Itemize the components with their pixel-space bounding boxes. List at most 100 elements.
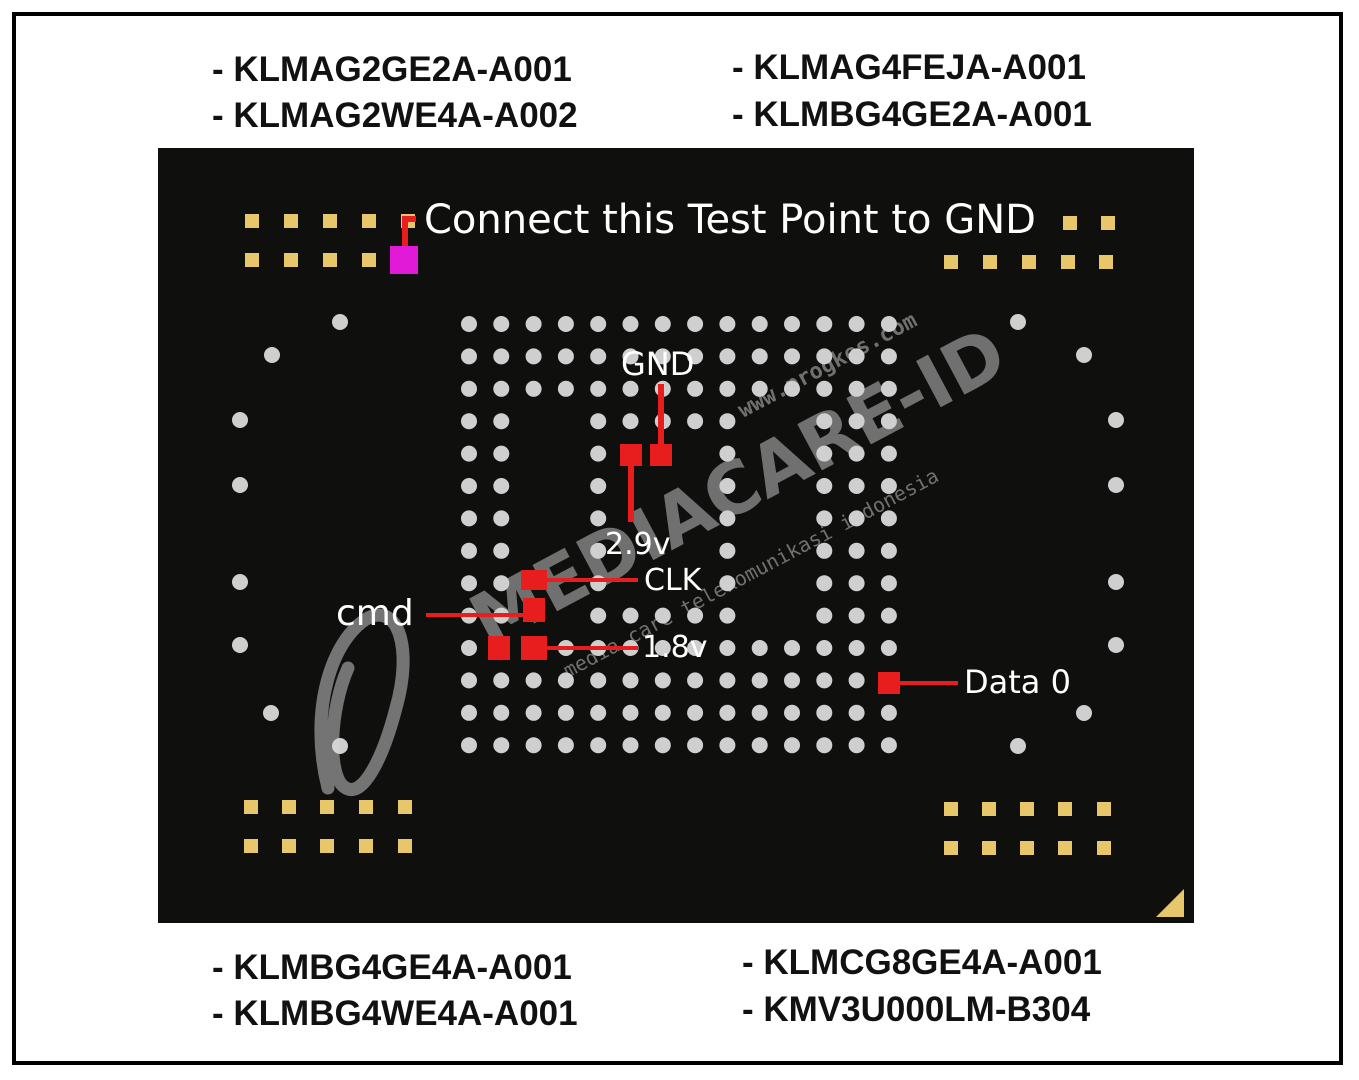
solder-ball [880,445,897,462]
solder-ball [719,348,736,365]
solder-ball [848,672,865,689]
solder-ball [525,737,542,754]
solder-ball [1076,347,1092,363]
solder-ball [622,704,639,721]
solder-ball [848,575,865,592]
gold-pad [320,800,334,814]
solder-ball [525,316,542,332]
gold-pad [1063,216,1077,230]
gold-pad [323,253,337,267]
solder-ball [880,575,897,592]
solder-ball [848,380,865,397]
solder-ball [461,413,477,430]
solder-ball [751,380,768,397]
gold-pad [1020,841,1034,855]
solder-ball [590,413,607,430]
solder-ball [816,380,833,397]
solder-ball [816,542,833,559]
solder-ball [848,542,865,559]
part-number: - KLMBG4WE4A-A001 [212,994,578,1033]
gold-pad [1097,802,1111,816]
solder-ball [461,737,477,754]
solder-ball [880,737,897,754]
gold-pad [323,214,337,228]
solder-ball [493,542,510,559]
solder-ball [461,640,477,656]
solder-ball [493,510,510,527]
solder-ball [590,445,607,462]
gold-pad [1061,255,1075,269]
gold-pad [944,841,958,855]
solder-ball [816,737,833,754]
solder-ball [590,380,607,397]
gold-pad [982,841,996,855]
solder-ball [557,704,574,721]
solder-ball [654,672,671,689]
solder-ball [784,640,800,656]
gold-pad [362,214,376,228]
solder-ball [719,542,736,559]
solder-ball [590,316,607,332]
solder-ball [719,737,736,754]
solder-ball [751,672,768,689]
part-number: - KLMBG4GE2A-A001 [732,95,1092,134]
solder-ball [590,478,607,494]
solder-ball [719,510,736,527]
solder-ball [590,704,607,721]
part-number: - KLMBG4GE4A-A001 [212,948,572,987]
pin1-corner-marker [1156,889,1184,917]
solder-ball [622,380,639,397]
solder-ball [654,348,671,365]
leader-line [543,578,638,582]
solder-ball [654,607,671,624]
gold-pad [982,802,996,816]
solder-ball [1108,637,1124,653]
gold-pad [1097,841,1111,855]
marker-cmd [523,598,545,622]
solder-ball [232,412,248,428]
solder-ball [687,348,704,365]
solder-ball [848,704,865,721]
gold-pad [282,800,296,814]
solder-ball [493,672,510,689]
solder-ball [816,348,833,365]
solder-ball [622,672,639,689]
solder-ball [784,672,800,689]
solder-ball [525,380,542,397]
emmc-chip-board: MEDIACARE-ID www.progkes.com media care … [158,148,1194,923]
solder-ball [687,413,704,430]
solder-ball [1010,738,1026,754]
solder-ball [751,640,768,656]
solder-ball [816,478,833,494]
instruction-text: Connect this Test Point to GND [424,197,1036,243]
solder-ball [590,542,607,559]
solder-ball [848,478,865,494]
solder-ball [557,348,574,365]
solder-ball [719,704,736,721]
solder-ball [751,704,768,721]
solder-ball [493,704,510,721]
solder-ball [784,348,800,365]
leader-line [402,216,408,246]
leader-line [658,384,664,446]
gold-pad [244,800,258,814]
solder-ball [687,380,704,397]
solder-ball [263,705,279,721]
solder-ball [687,672,704,689]
label-1-8v: 1.8v [642,630,708,665]
solder-ball [264,347,280,363]
solder-ball [590,510,607,527]
solder-ball [590,672,607,689]
solder-ball [622,348,639,365]
solder-ball [816,672,833,689]
marker-1-8v-a [488,636,510,660]
marker-gnd [650,444,672,466]
leader-line [543,646,638,650]
solder-ball [232,637,248,653]
solder-ball [719,478,736,494]
solder-ball [848,445,865,462]
gold-pad [244,839,258,853]
solder-ball [557,737,574,754]
solder-ball [719,316,736,332]
marker-1-8v-b [521,636,547,660]
